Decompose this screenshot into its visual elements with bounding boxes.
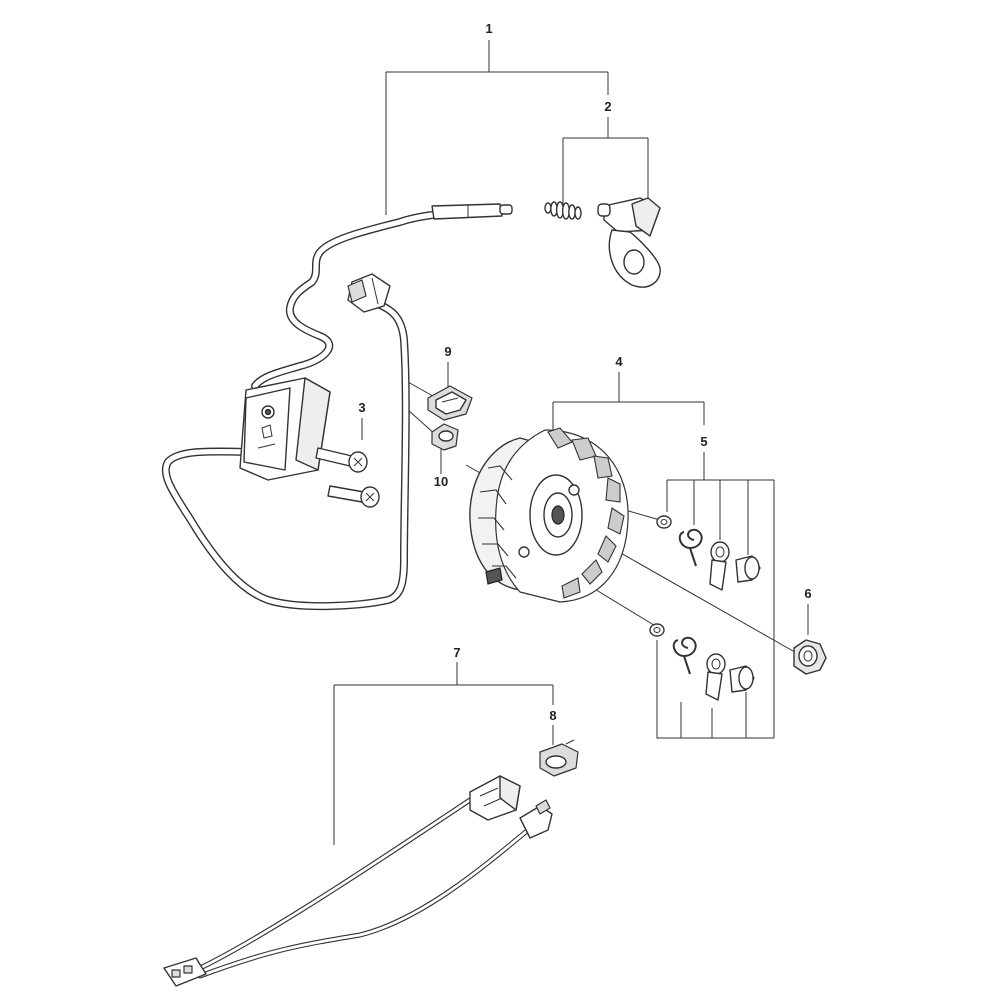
callout-10: 10 [434, 474, 448, 489]
flywheel-nut-part [793, 639, 827, 675]
callout-7: 7 [453, 645, 460, 660]
callout-9: 9 [444, 344, 451, 359]
pawl-kit-upper [656, 515, 761, 591]
callout-3: 3 [358, 400, 365, 415]
callout-8: 8 [549, 708, 556, 723]
callout-1: 1 [485, 21, 492, 36]
callout-6: 6 [804, 586, 811, 601]
spark-plug-cap-assembly [544, 197, 661, 288]
spark-plug-cap-part [597, 197, 661, 288]
leader-lines [333, 40, 809, 845]
callout-2: 2 [604, 99, 611, 114]
cable-clip-part [431, 423, 459, 451]
flywheel-part [469, 427, 629, 603]
wire-harness-part [163, 775, 553, 987]
grommet-part [427, 385, 473, 421]
callout-4: 4 [615, 354, 623, 369]
connector-cap-part [539, 739, 579, 777]
pawl-kit-lower [649, 623, 755, 701]
screws-part [315, 447, 380, 508]
spring-part [544, 201, 582, 220]
ignition-module-assembly [161, 203, 513, 611]
callout-5: 5 [700, 434, 707, 449]
callout-labels: 1 2 3 4 5 6 7 8 9 10 [358, 21, 811, 723]
